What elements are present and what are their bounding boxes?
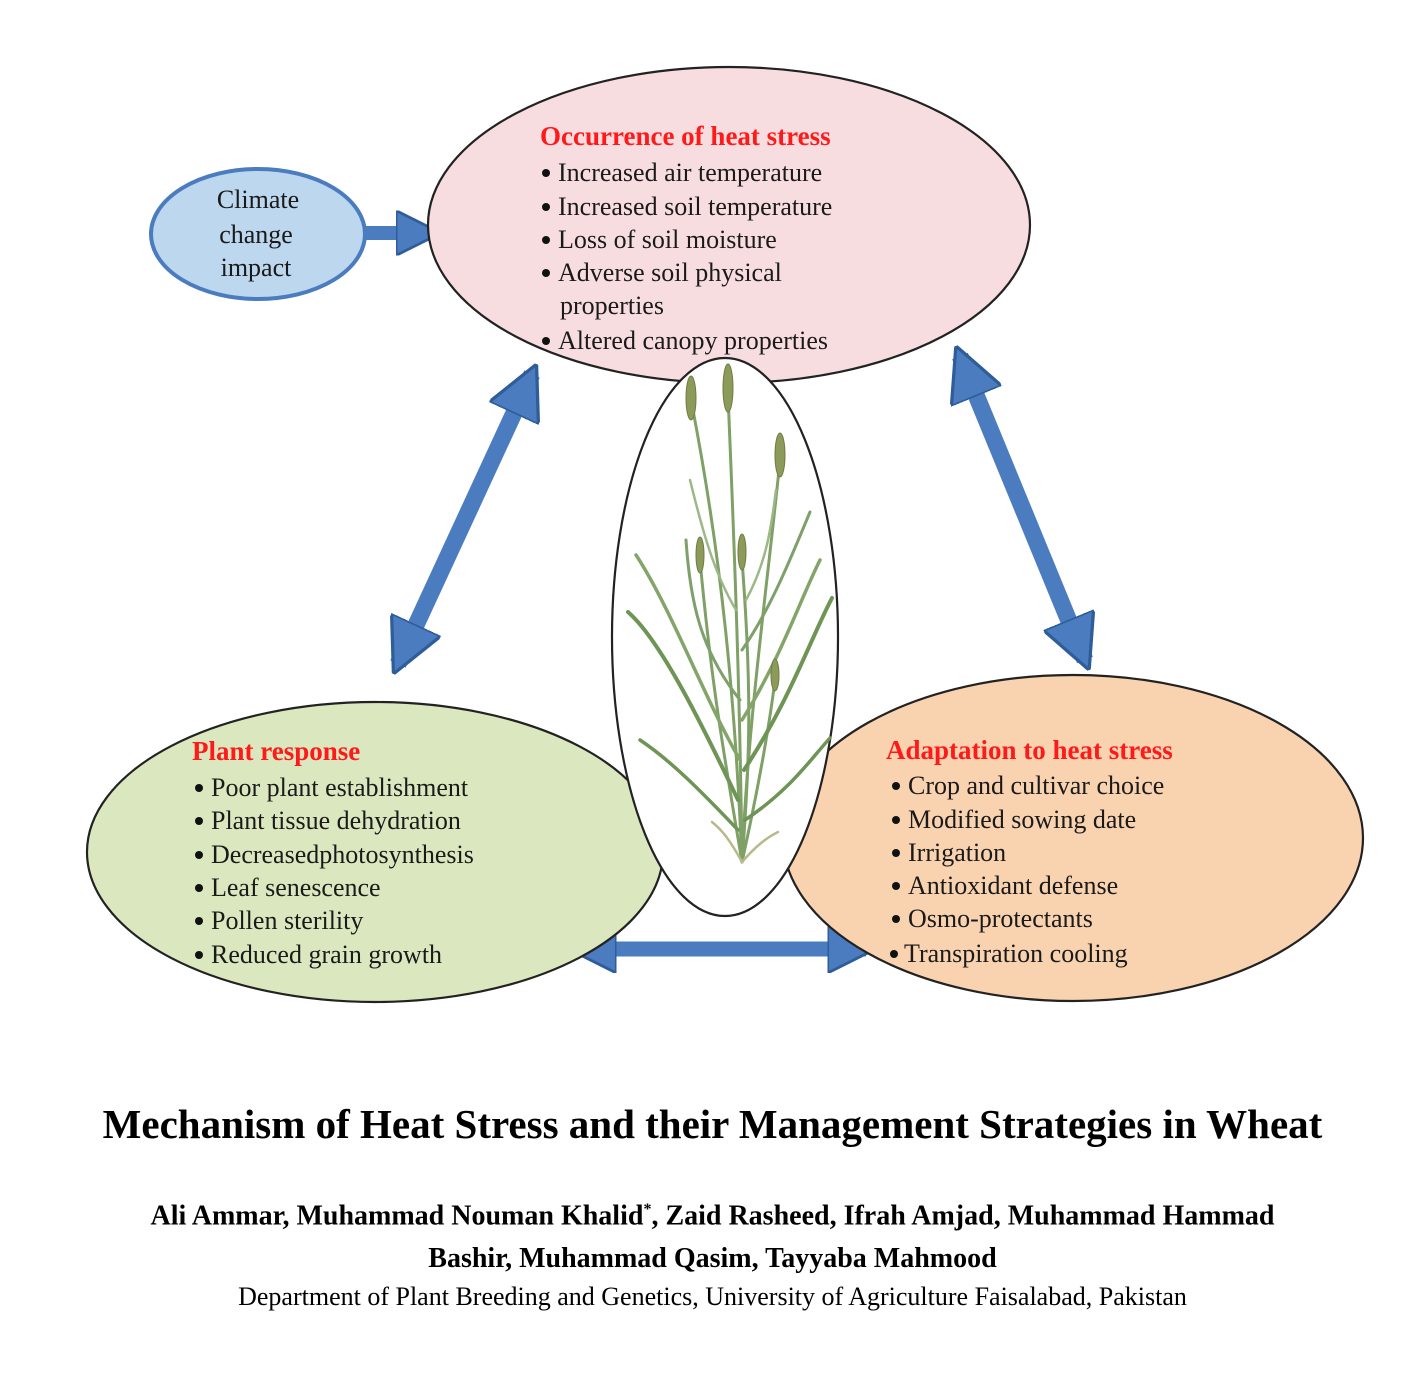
occurrence-heading: Occurrence of heat stress — [540, 121, 831, 151]
paper-title: Mechanism of Heat Stress and their Manag… — [102, 1101, 1323, 1147]
plant-response-item: Plant tissue dehydration — [211, 806, 461, 835]
adaptation-node: Adaptation to heat stress Crop and culti… — [781, 673, 1365, 1003]
climate-line-1: Climate — [217, 185, 299, 214]
adaptation-item: Transpiration cooling — [904, 939, 1128, 968]
bullet-icon — [195, 817, 203, 825]
bullet-icon — [542, 236, 550, 244]
climate-change-node: Climate change impact — [149, 167, 367, 301]
plant-response-heading: Plant response — [192, 736, 360, 766]
affiliation: Department of Plant Breeding and Genetic… — [238, 1281, 1187, 1311]
arrow-occurrence-adaptation — [960, 356, 1085, 660]
bullet-icon — [195, 951, 203, 959]
bullet-icon — [890, 950, 898, 958]
authors-part-3: Bashir, Muhammad Qasim, Tayyaba Mahmood — [428, 1242, 997, 1274]
authors-part-1: Ali Ammar, Muhammad Nouman Khalid — [150, 1200, 644, 1232]
paper-header: Mechanism of Heat Stress and their Manag… — [0, 1100, 1425, 1312]
heat-stress-diagram: Climate change impact Occurrence of heat… — [85, 65, 1365, 1004]
authors-part-2: , Zaid Rasheed, Ifrah Amjad, Muhammad Ha… — [651, 1200, 1275, 1232]
occurrence-item: Increased air temperature — [558, 158, 822, 187]
wheat-plant-illustration — [610, 356, 840, 918]
plant-response-item: Poor plant establishment — [211, 773, 469, 802]
bullet-icon — [542, 169, 550, 177]
corresponding-author-mark: * — [643, 1201, 652, 1219]
bullet-icon — [195, 784, 203, 792]
occurrence-item: Adverse soil physical — [558, 258, 782, 287]
adaptation-item: Antioxidant defense — [908, 871, 1118, 900]
bullet-icon — [892, 882, 900, 890]
wheat-ear-icons — [685, 363, 786, 692]
adaptation-item: Crop and cultivar choice — [908, 771, 1164, 800]
adaptation-heading: Adaptation to heat stress — [886, 735, 1173, 765]
bullet-icon — [892, 849, 900, 857]
bullet-icon — [542, 269, 550, 277]
bullet-icon — [542, 337, 550, 345]
arrow-occurrence-plant — [398, 374, 532, 664]
plant-response-item: Pollen sterility — [211, 906, 363, 935]
occurrence-item: Loss of soil moisture — [558, 225, 777, 254]
adaptation-item: Osmo-protectants — [908, 904, 1093, 933]
occurrence-item: Increased soil temperature — [558, 192, 832, 221]
wheat-icon — [626, 393, 834, 864]
bullet-icon — [892, 816, 900, 824]
bullet-icon — [892, 915, 900, 923]
author-list: Ali Ammar, Muhammad Nouman Khalid*, Zaid… — [63, 1189, 1363, 1279]
plant-response-item: Leaf senescence — [211, 873, 381, 902]
occurrence-item: Altered canopy properties — [558, 326, 828, 355]
plant-response-node: Plant response Poor plant establishment … — [85, 700, 665, 1004]
plant-response-item: Reduced grain growth — [211, 940, 442, 969]
bullet-icon — [195, 884, 203, 892]
bullet-icon — [892, 782, 900, 790]
adaptation-item: Modified sowing date — [908, 805, 1136, 834]
plant-response-item: Decreasedphotosynthesis — [211, 840, 474, 869]
occurrence-item-continued: properties — [560, 291, 664, 320]
climate-line-3: impact — [221, 253, 293, 282]
bullet-icon — [195, 917, 203, 925]
adaptation-item: Irrigation — [908, 838, 1006, 867]
arrows — [365, 233, 1085, 949]
bullet-icon — [195, 851, 203, 859]
occurrence-node: Occurrence of heat stress Increased air … — [426, 65, 1032, 385]
bullet-icon — [542, 203, 550, 211]
climate-line-2: change — [219, 220, 293, 249]
